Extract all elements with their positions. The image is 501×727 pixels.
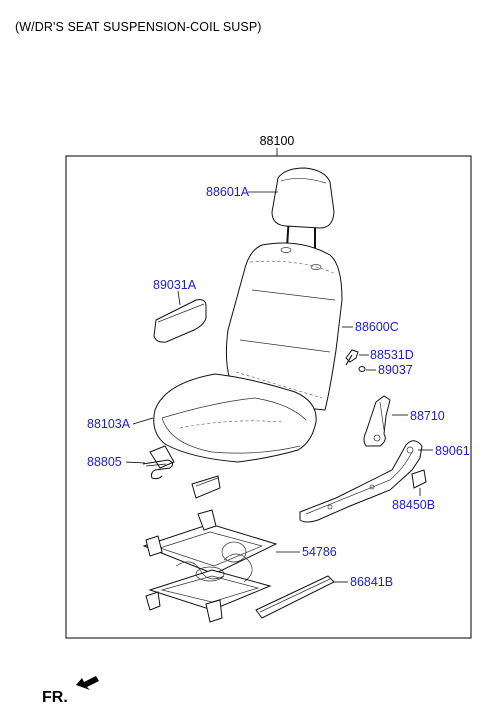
rail-label: 86841B	[350, 575, 393, 589]
armrest-part	[153, 299, 207, 343]
cap-label: 88450B	[392, 498, 435, 512]
cushion-part	[149, 373, 317, 499]
headrest-label: 88601A	[206, 185, 250, 199]
bolt-label: 88531D	[370, 348, 414, 362]
direction-label: FR.	[42, 689, 68, 706]
washer-part	[358, 366, 366, 372]
wire-part	[142, 459, 174, 480]
headrest-part	[271, 167, 335, 250]
wire-leader	[125, 461, 146, 464]
cover-rail-part	[255, 575, 335, 619]
back-label: 88600C	[355, 320, 399, 334]
suspension-part	[142, 509, 278, 623]
side-cover-part	[299, 440, 423, 523]
bolt-part	[345, 349, 359, 366]
diagram-title: (W/DR'S SEAT SUSPENSION-COIL SUSP)	[15, 20, 262, 34]
cap-part	[411, 469, 427, 489]
front-direction-arrow-icon	[76, 676, 99, 690]
side-cover-label: 89061	[435, 444, 470, 458]
suspension-label: 54786	[302, 545, 337, 559]
cushion-leader	[132, 417, 154, 425]
lever-label: 88710	[410, 409, 445, 423]
armrest-label: 89031A	[153, 278, 197, 292]
seat-back-part	[225, 242, 343, 411]
cushion-label: 88103A	[87, 417, 131, 431]
recliner-lever-part	[363, 395, 391, 447]
assembly-frame	[65, 155, 472, 639]
wire-label: 88805	[87, 455, 122, 469]
assembly-label: 88100	[260, 134, 295, 148]
armrest-leader	[177, 290, 181, 306]
washer-label: 89037	[378, 363, 413, 377]
